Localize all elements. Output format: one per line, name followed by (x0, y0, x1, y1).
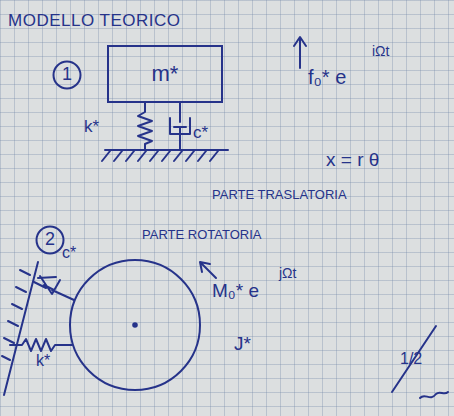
force-label: f₀* e (308, 66, 346, 88)
exponent-label: jΩt (279, 266, 296, 281)
exponent-label: iΩt (372, 44, 389, 59)
node-text: 2 (45, 230, 55, 250)
section-label: PARTE ROTATORIA (142, 228, 261, 242)
node-text: 1 (62, 65, 72, 85)
section-label: PARTE TRASLATORIA (212, 188, 347, 202)
sketch-title: MODELLO TEORICO (8, 12, 181, 31)
stiffness-label: k* (36, 352, 50, 370)
damping-label: c* (193, 124, 208, 143)
kinematic-relation: x = r θ (326, 150, 379, 171)
moment-label: M₀* e (212, 281, 259, 302)
page-number: 1/2 (400, 350, 422, 368)
damping-label: c* (62, 244, 76, 262)
stiffness-label: k* (84, 118, 99, 137)
callout-number: 2 (35, 225, 65, 255)
node-text: m* (152, 62, 179, 86)
mass-box: m* (107, 45, 223, 103)
callout-number: 1 (52, 60, 82, 90)
inertia-label: J* (234, 334, 251, 355)
